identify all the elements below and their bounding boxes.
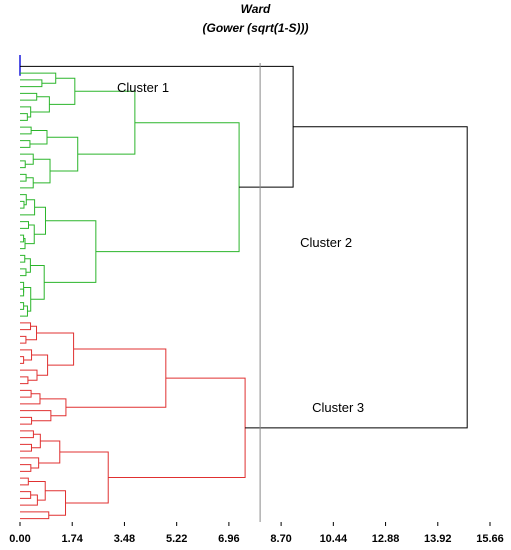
chart-title: Ward xyxy=(240,2,271,16)
cluster-labels: Cluster 1 Cluster 2 Cluster 3 xyxy=(117,80,364,415)
dendrogram-link xyxy=(20,234,25,243)
dendrogram-link xyxy=(47,136,79,172)
dendrogram-link xyxy=(20,140,31,148)
dendrogram-link xyxy=(20,160,26,169)
dendrogram-link xyxy=(24,258,31,273)
dendrogram-link xyxy=(31,433,41,449)
dendrogram-link xyxy=(20,302,25,310)
dendrogram-link xyxy=(108,377,246,478)
dendrogram-link xyxy=(30,265,45,300)
x-tick-label: 10.44 xyxy=(320,533,348,545)
dendrogram-link xyxy=(20,281,25,293)
cluster-label: Cluster 3 xyxy=(312,400,364,415)
x-tick-label: 15.66 xyxy=(476,533,504,545)
dendrogram-link xyxy=(20,443,32,452)
dendrogram-link xyxy=(20,177,34,189)
dendrogram-link xyxy=(38,440,61,464)
dendrogram-link xyxy=(20,199,36,216)
dendrogram-link xyxy=(20,221,30,229)
dendrogram-link xyxy=(36,332,75,366)
dendrogram-link xyxy=(20,410,52,422)
dendrogram-link xyxy=(20,200,25,209)
dendrogram-link xyxy=(20,430,34,439)
dendrogram-link xyxy=(20,288,25,297)
dendrogram-link xyxy=(20,305,28,317)
dendrogram-link xyxy=(25,224,35,245)
cluster-label: Cluster 1 xyxy=(117,80,169,95)
dendrogram-link xyxy=(33,158,51,184)
dendrogram-link xyxy=(20,254,26,263)
dendrogram-link xyxy=(20,457,40,469)
dendrogram-link xyxy=(28,481,46,501)
x-tick-label: 8.70 xyxy=(270,533,291,545)
dendrogram-link xyxy=(20,194,27,206)
dendrogram-link xyxy=(20,92,38,101)
dendrogram-link xyxy=(20,369,38,381)
dendrogram-link xyxy=(20,65,294,188)
dendrogram-link xyxy=(39,398,67,417)
dendrogram-link xyxy=(59,451,109,504)
dendrogram-link xyxy=(20,356,25,364)
dendrogram-link xyxy=(20,113,28,121)
dendrogram-link xyxy=(245,126,468,429)
dendrogram-link xyxy=(20,72,57,84)
dendrogram-link xyxy=(20,322,32,331)
dendrogram-link xyxy=(20,491,32,499)
dendrogram-link xyxy=(34,206,46,235)
dendrogram-links xyxy=(19,55,468,520)
x-tick-label: 1.74 xyxy=(62,533,84,545)
dendrogram-link xyxy=(20,79,43,88)
dendrogram-link xyxy=(20,173,27,182)
dendrogram-link xyxy=(45,490,67,516)
x-axis: 0.00 1.74 3.48 5.22 6.96 8.70 10.44 12.88 13.92 1… xyxy=(9,522,504,545)
dendrogram-link xyxy=(20,511,50,520)
x-tick-label: 0.00 xyxy=(9,533,30,545)
x-tick-label: 12.88 xyxy=(372,533,400,545)
x-tick-label: 5.22 xyxy=(166,533,187,545)
x-tick-label: 13.92 xyxy=(424,533,452,545)
dendrogram-link xyxy=(20,416,33,425)
x-tick-label: 3.48 xyxy=(114,533,135,545)
dendrogram-link xyxy=(65,348,167,408)
dendrogram-link xyxy=(20,494,38,506)
dendrogram-link xyxy=(74,90,136,155)
dendrogram-link xyxy=(95,122,240,253)
chart-subtitle: (Gower (sqrt(1-S))) xyxy=(202,21,309,35)
dendrogram-link xyxy=(44,220,97,283)
dendrogram-link xyxy=(20,477,29,486)
dendrogram-link xyxy=(20,389,32,398)
dendrogram-link xyxy=(20,393,41,405)
dendrogram-link xyxy=(20,153,34,165)
dendrogram-link xyxy=(20,106,32,118)
dendrogram-link xyxy=(30,96,50,113)
cluster-label: Cluster 2 xyxy=(300,235,352,250)
dendrogram-link xyxy=(49,77,76,105)
x-tick-label: 6.96 xyxy=(218,533,239,545)
dendrogram-link xyxy=(25,325,38,341)
dendrogram-link xyxy=(29,130,48,145)
dendrogram-link xyxy=(20,376,29,385)
dendrogram-link xyxy=(20,349,33,361)
dendrogram-link xyxy=(20,268,27,277)
dendrogram-link xyxy=(20,126,32,135)
dendrogram-link xyxy=(20,238,26,250)
dendrogram-link xyxy=(23,286,32,312)
dendrogram-link xyxy=(20,464,32,472)
dendrogram-link xyxy=(31,354,49,376)
dendrogram-link xyxy=(20,335,27,344)
